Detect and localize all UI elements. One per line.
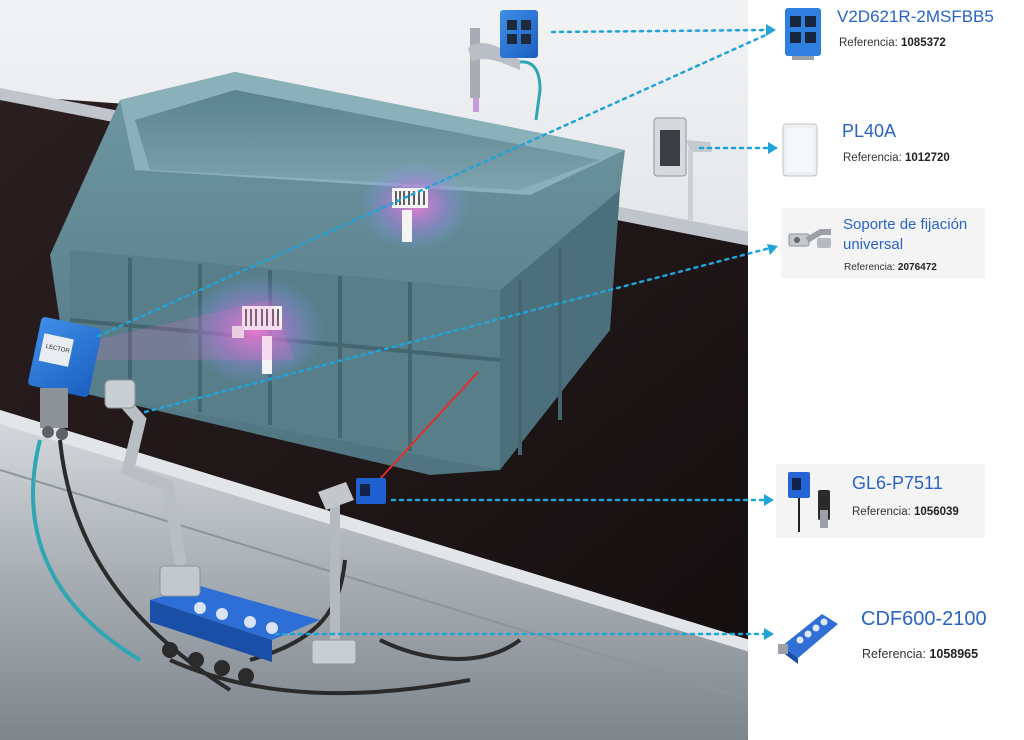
reference-label: Referencia: (839, 37, 898, 49)
product-name-line2: universal (843, 236, 904, 253)
product-card-gl6[interactable]: GL6-P7511 Referencia: 1056039 (776, 464, 985, 538)
fieldbus-module (150, 565, 320, 684)
reference-label: Referencia: (844, 262, 896, 273)
product-reference: Referencia: 1012720 (843, 152, 950, 164)
product-name-line1: Soporte de fijación (843, 216, 968, 233)
fieldbus-module-icon (778, 614, 838, 664)
product-reference: Referencia: 1085372 (839, 37, 946, 49)
reference-number: 1056039 (914, 506, 959, 518)
reference-number: 2076472 (897, 262, 937, 273)
reference-label: Referencia: (843, 152, 902, 164)
reference-label: Referencia: (852, 506, 911, 518)
reader-label: LECTOR (45, 344, 71, 355)
product-name: GL6-P7511 (852, 473, 943, 493)
product-name: CDF600-2100 (861, 608, 987, 630)
reflector-plate-icon (782, 123, 818, 177)
photoelectric-sensor (311, 478, 386, 665)
product-panel (748, 0, 1024, 740)
product-name: PL40A (842, 121, 897, 141)
product-reference: Referencia: 1058965 (862, 647, 978, 661)
reference-number: 1085372 (901, 37, 946, 49)
product-card-soporte[interactable]: Soporte de fijación universal Referencia… (781, 208, 985, 278)
bracket-icon (788, 229, 831, 248)
reference-number: 1012720 (905, 152, 950, 164)
conveyor-scene: LECTOR (0, 0, 750, 740)
camera-sensor-icon (785, 8, 821, 60)
product-card-v2d621r[interactable]: V2D621R-2MSFBB5 Referencia: 1085372 (780, 4, 1020, 64)
universal-bracket (112, 389, 186, 566)
reference-number: 1058965 (929, 647, 979, 661)
reference-label: Referencia: (862, 647, 926, 661)
product-name: V2D621R-2MSFBB5 (837, 7, 994, 26)
product-reference: Referencia: 2076472 (844, 262, 937, 273)
product-card-cdf600[interactable]: CDF600-2100 Referencia: 1058965 (776, 602, 1016, 672)
product-card-pl40a[interactable]: PL40A Referencia: 1012720 (780, 112, 1000, 182)
photoelectric-sensor-icon (788, 472, 830, 532)
product-reference: Referencia: 1056039 (852, 506, 959, 518)
